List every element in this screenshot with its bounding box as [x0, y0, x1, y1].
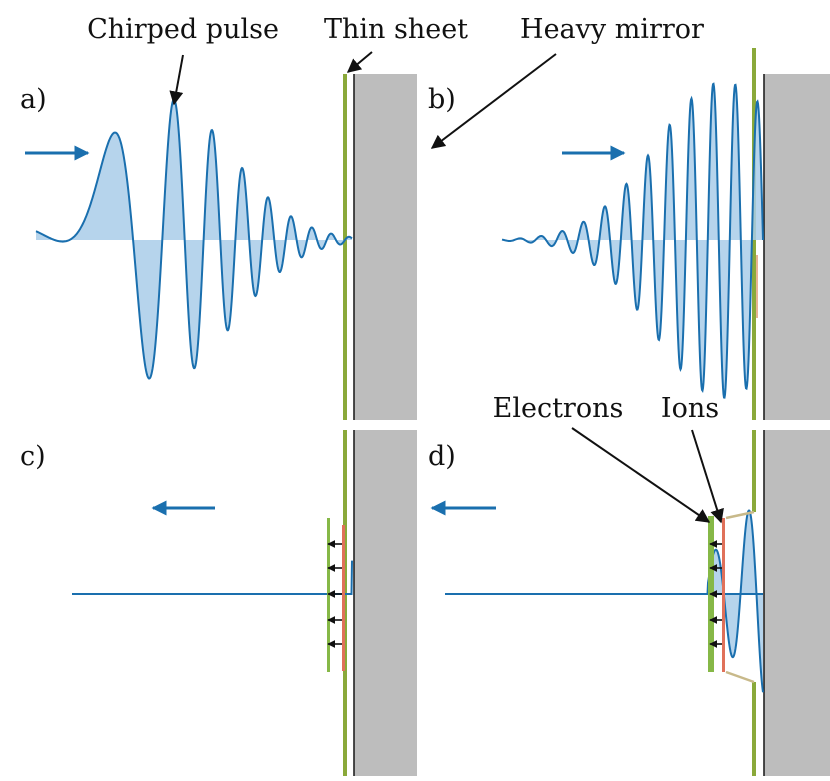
wave-a-curve	[35, 98, 353, 380]
label-electrons: Electrons	[493, 393, 624, 424]
callout-arrow-thin-sheet	[346, 51, 373, 73]
force-arrows-d	[709, 540, 722, 648]
wave-b-curve	[501, 82, 764, 399]
ion-layer-d	[722, 518, 725, 672]
wave-d-curve	[445, 509, 764, 693]
panel-label-b: b)	[428, 84, 456, 115]
callout-arrow-heavy-mirror	[430, 53, 557, 149]
ion-layer-c	[342, 525, 345, 671]
panel-label-c: c)	[20, 441, 46, 472]
wave-c-fill	[72, 560, 352, 594]
wave-a-fill	[36, 99, 352, 379]
mirror-c	[354, 430, 417, 776]
label-heavy-mirror: Heavy mirror	[520, 14, 704, 45]
foil-connector-d-top	[725, 510, 755, 520]
panel-separator-horizontal	[0, 421, 830, 429]
label-ions: Ions	[661, 393, 719, 424]
wave-d-fill	[445, 510, 763, 693]
panel-separator-vertical	[417, 0, 425, 776]
callout-arrow-chirped-pulse	[169, 54, 184, 106]
mirror-a	[354, 74, 417, 420]
callout-arrow-electrons	[571, 427, 711, 523]
mirror-b	[764, 74, 830, 420]
label-chirped-pulse: Chirped pulse	[87, 14, 279, 45]
callout-arrow-ions	[691, 429, 724, 524]
foil-connector-d-bottom	[725, 670, 755, 684]
electron-layer-c	[327, 518, 330, 672]
label-thin-sheet: Thin sheet	[324, 14, 468, 45]
waveforms	[35, 82, 764, 693]
wave-c-curve	[72, 560, 353, 595]
panel-label-d: d)	[428, 441, 456, 472]
panel-label-a: a)	[20, 84, 47, 115]
mirror-d	[764, 430, 830, 776]
force-arrows-c	[327, 540, 342, 648]
